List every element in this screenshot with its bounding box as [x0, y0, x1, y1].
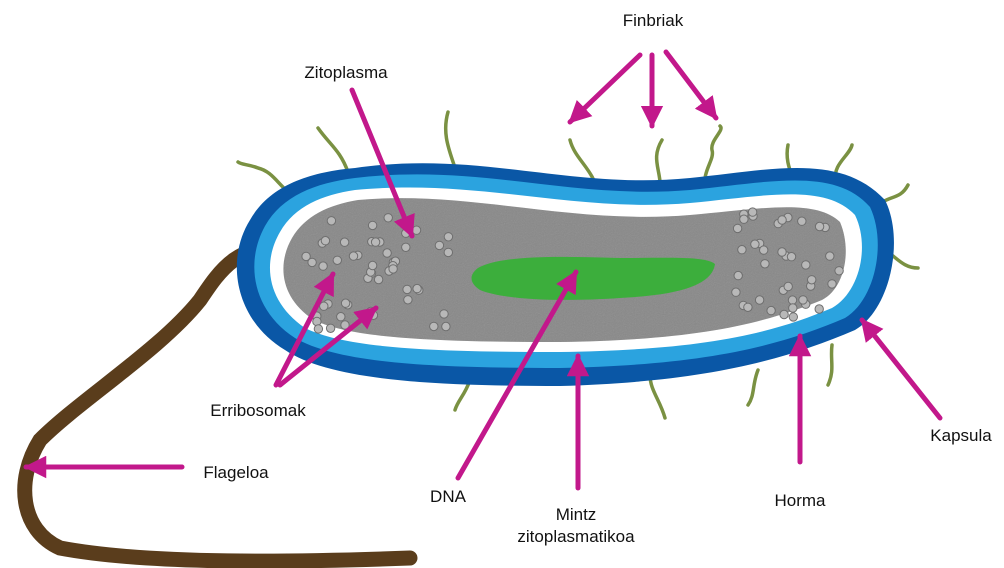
ribosome [349, 252, 357, 260]
ribosome [815, 305, 823, 313]
ribosome [368, 221, 376, 229]
ribosome [340, 238, 348, 246]
ribosome [787, 253, 795, 261]
ribosome [784, 282, 792, 290]
ribosome [802, 261, 810, 269]
ribosome [326, 324, 334, 332]
ribosome [321, 237, 329, 245]
ribosome [751, 240, 759, 248]
label-erribosomak: Erribosomak [210, 401, 306, 420]
ribosome [444, 248, 452, 256]
label-flageloa: Flageloa [203, 463, 269, 482]
arrow-finbriak-left [570, 55, 640, 122]
ribosome [778, 248, 786, 256]
label-horma: Horma [774, 491, 826, 510]
ribosome [744, 303, 752, 311]
ribosome [341, 299, 349, 307]
ribosome [734, 271, 742, 279]
ribosome [732, 288, 740, 296]
ribosome [442, 322, 450, 330]
ribosome [368, 261, 376, 269]
ribosome [412, 226, 420, 234]
ribosome [314, 325, 322, 333]
ribosome [740, 215, 748, 223]
label-finbriak: Finbriak [623, 11, 684, 30]
ribosome [384, 214, 392, 222]
ribosome [826, 252, 834, 260]
ribosome [767, 306, 775, 314]
arrow-finbriak-right [666, 52, 716, 118]
ribosome [733, 224, 741, 232]
ribosome [799, 296, 807, 304]
ribosome [435, 241, 443, 249]
ribosome [374, 275, 382, 283]
ribosome [761, 260, 769, 268]
ribosome [389, 265, 397, 273]
ribosome [444, 233, 452, 241]
ribosome [788, 296, 796, 304]
ribosome [789, 304, 797, 312]
label-dna: DNA [430, 487, 467, 506]
ribosome [320, 302, 328, 310]
label-kapsula: Kapsula [930, 426, 992, 445]
arrow-kapsula [862, 320, 940, 418]
ribosome [798, 217, 806, 225]
ribosome [789, 313, 797, 321]
ribosome [808, 276, 816, 284]
ribosome [383, 249, 391, 257]
ribosome [778, 216, 786, 224]
ribosome [319, 262, 327, 270]
ribosome [835, 267, 843, 275]
label-mintz-line1: Mintz [556, 505, 597, 524]
ribosome [337, 313, 345, 321]
ribosome [403, 285, 411, 293]
label-zitoplasma: Zitoplasma [304, 63, 388, 82]
ribosome [828, 280, 836, 288]
ribosome [327, 217, 335, 225]
ribosome [302, 252, 310, 260]
ribosome [748, 208, 756, 216]
ribosome [430, 322, 438, 330]
ribosome [738, 246, 746, 254]
ribosome [440, 310, 448, 318]
ribosome [760, 246, 768, 254]
ribosome [755, 296, 763, 304]
ribosome [333, 256, 341, 264]
ribosome [371, 238, 379, 246]
label-mintz-line2: zitoplasmatikoa [517, 527, 635, 546]
ribosome [402, 243, 410, 251]
ribosome [413, 284, 421, 292]
ribosome [404, 296, 412, 304]
ribosome [815, 222, 823, 230]
ribosome [780, 310, 788, 318]
